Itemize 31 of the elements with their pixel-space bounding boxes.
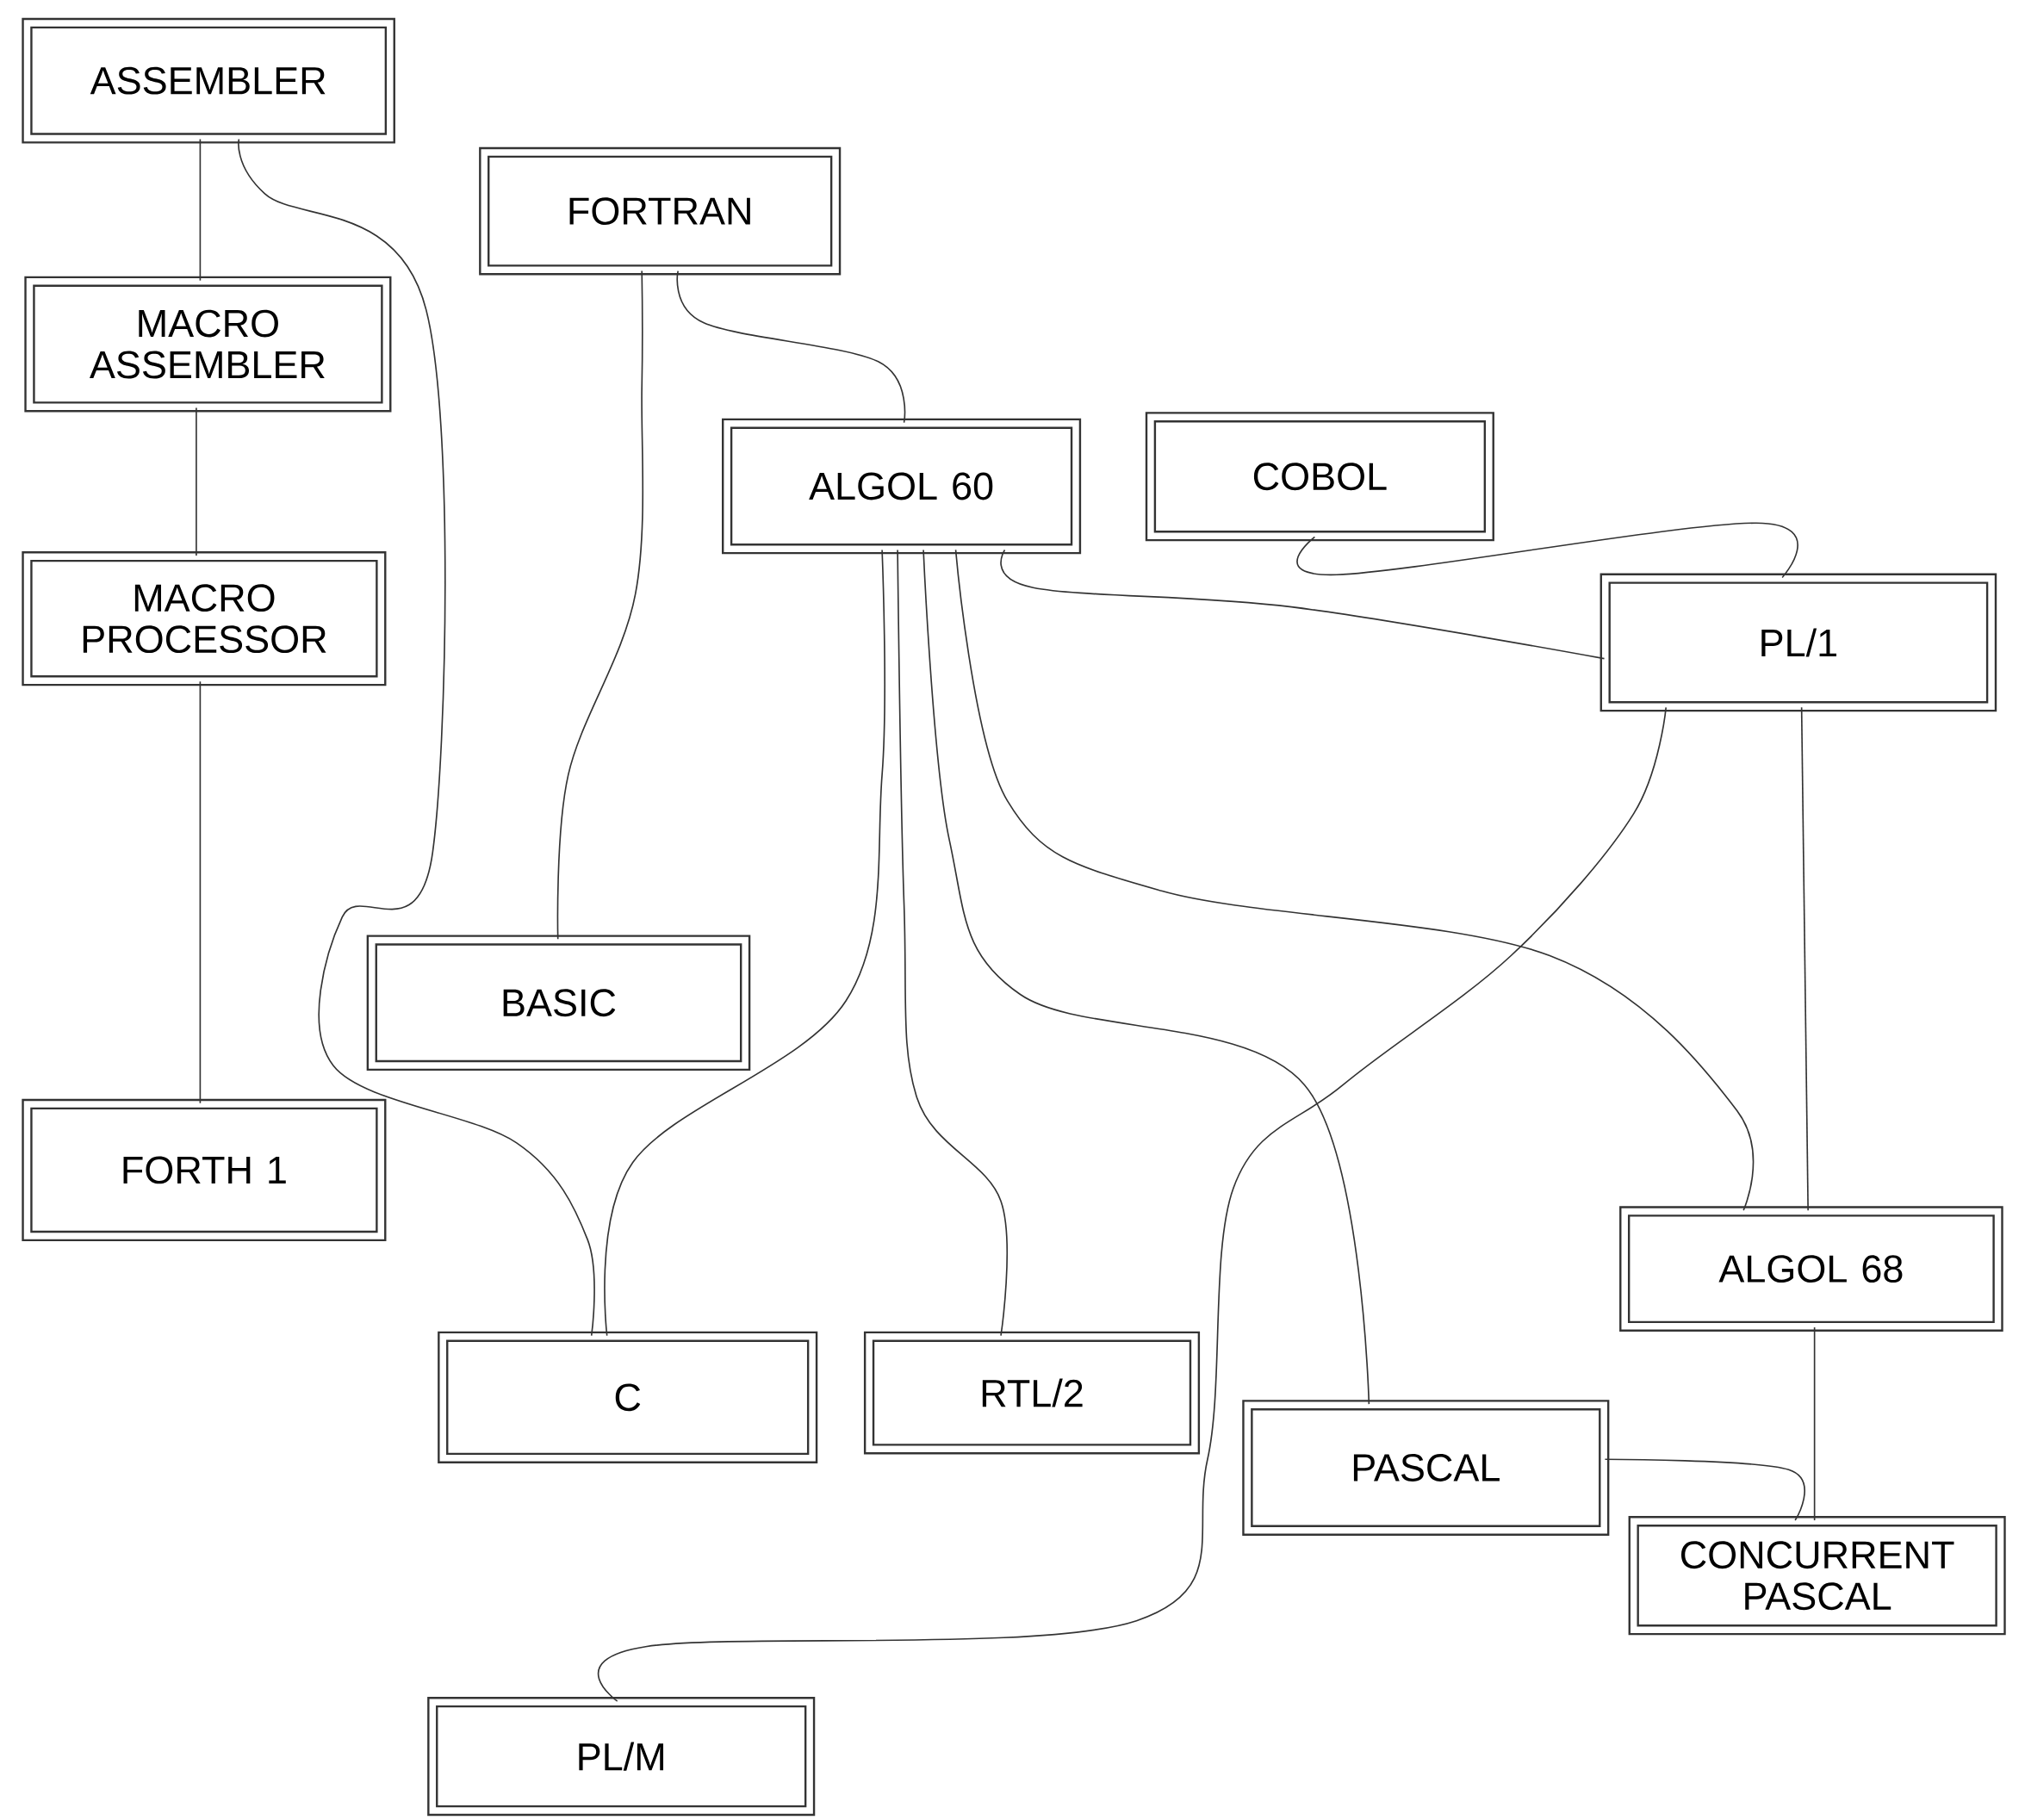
language-box: ASSEMBLER [22, 18, 395, 144]
connector-line [604, 549, 885, 1337]
connector-line [954, 549, 1755, 1212]
language-box: COBOL [1145, 412, 1494, 542]
language-box: PL/M [427, 1697, 816, 1817]
connector-line [1296, 522, 1798, 579]
connector-line [1813, 1326, 1816, 1522]
connector-line [922, 549, 1370, 1406]
language-box: BASIC [366, 935, 751, 1072]
connector-line [676, 270, 906, 424]
connector-line [597, 706, 1668, 1702]
connector-line [1800, 706, 1809, 1212]
connector-line [1000, 549, 1606, 660]
language-box: RTL/2 [863, 1331, 1201, 1455]
language-box: FORTRAN [479, 146, 842, 276]
connector-line [199, 138, 202, 282]
language-box: FORTH 1 [22, 1099, 387, 1242]
language-box: MACRO PROCESSOR [22, 551, 387, 686]
language-box: ALGOL 60 [722, 418, 1082, 555]
language-box: MACRO ASSEMBLER [24, 276, 392, 413]
language-box: CONCURRENT PASCAL [1628, 1516, 2006, 1636]
connector-line [199, 680, 202, 1104]
connector-line [238, 138, 595, 1337]
language-box: ALGOL 68 [1619, 1206, 2003, 1332]
language-box: PASCAL [1242, 1400, 1610, 1537]
connector-line [556, 270, 644, 941]
connector-line [196, 407, 197, 557]
connector-line [897, 549, 1009, 1337]
connector-line [1604, 1458, 1805, 1522]
language-box: PL/1 [1600, 573, 1997, 712]
language-box: C [438, 1331, 818, 1464]
